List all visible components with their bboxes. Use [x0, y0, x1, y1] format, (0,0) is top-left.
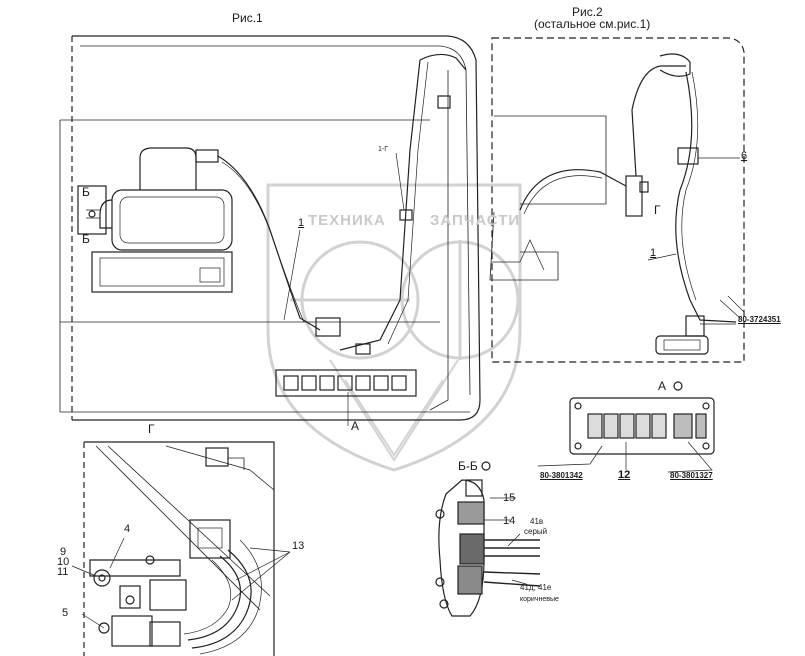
panel-right-part-number: 80-3801327	[670, 471, 713, 480]
view-g-title: Г	[148, 422, 155, 436]
panel-center-callout: 12	[618, 469, 631, 481]
view-g-callout-10: 10	[57, 556, 70, 568]
panel-left-part-number: 80-3801342	[540, 471, 583, 480]
fig1-harness-g-callout: 1-Г	[378, 146, 389, 153]
fig2-view-g-marker: Г	[654, 203, 661, 217]
fig2-part-number: 80-3724351	[738, 315, 781, 324]
fig1-title: Рис.1	[232, 11, 263, 25]
view-g-callout-11: 11	[57, 566, 69, 578]
view-g-callout-9: 9	[60, 546, 67, 558]
watermark-right-text: ЗАПЧАСТИ	[430, 212, 521, 229]
view-g-callout-4: 4	[124, 523, 131, 535]
fig2-drawing	[489, 37, 745, 363]
watermark-emblem	[266, 183, 522, 472]
view-bb-grey-label: серый	[524, 527, 548, 536]
view-g-callout-5: 5	[62, 607, 69, 619]
watermark-left-text: ТЕХНИКА	[308, 212, 386, 229]
view-bb-callout-41v: 41в	[530, 517, 544, 526]
view-bb-brown-label: коричневые	[520, 596, 559, 603]
view-a-panel	[537, 381, 715, 473]
view-bb-title: Б-Б	[458, 459, 478, 473]
view-a-title: А	[658, 379, 667, 393]
view-g-drawing	[71, 441, 291, 656]
section-b-top-marker: Б	[82, 185, 90, 199]
fig2-harness-callout: 1	[650, 247, 657, 259]
view-g-callout-13: 13	[292, 540, 305, 552]
fig1-harness-callout: 1	[298, 217, 305, 229]
view-bb-callout-15: 15	[503, 492, 516, 504]
fig1-drawing	[59, 35, 481, 426]
view-bb-drawing	[435, 461, 541, 617]
view-bb-callout-14: 14	[503, 515, 516, 527]
view-bb-callout-41de: 41д, 41е	[520, 583, 552, 592]
fig2-clamp-callout: 6	[741, 150, 748, 162]
fig2-subtitle: (остальное см.рис.1)	[534, 17, 651, 31]
fig1-view-a-marker: А	[351, 419, 360, 433]
section-b-bottom-marker: Б	[82, 232, 90, 246]
fig2-title: Рис.2	[572, 5, 603, 19]
